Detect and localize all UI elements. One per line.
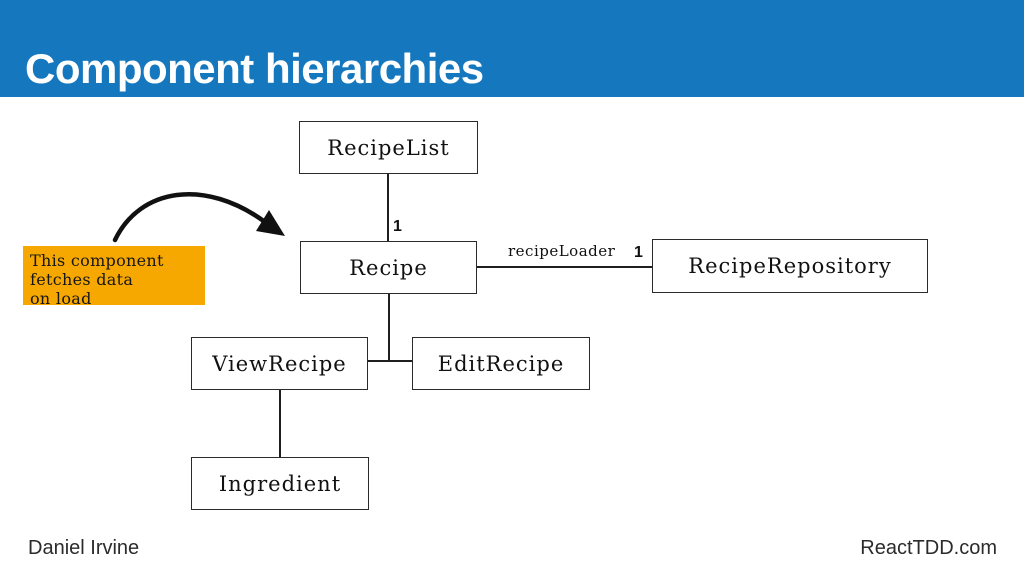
edge-recipe-children	[388, 294, 390, 361]
page-title: Component hierarchies	[25, 45, 484, 92]
multiplicity-label-recipe: 1	[393, 218, 402, 235]
node-edit-recipe: EditRecipe	[412, 337, 590, 390]
header-bar: Component hierarchies	[0, 0, 1024, 97]
multiplicity-label-repository: 1	[634, 244, 643, 261]
node-view-recipe: ViewRecipe	[191, 337, 368, 390]
node-label: RecipeList	[327, 135, 450, 160]
node-recipe-repository: RecipeRepository	[652, 239, 928, 293]
edge-viewrecipe-ingredient	[279, 390, 281, 457]
node-label: ViewRecipe	[212, 351, 347, 376]
node-label: Recipe	[349, 255, 428, 280]
annotation-line: on load	[30, 289, 92, 308]
footer-author: Daniel Irvine	[28, 537, 140, 559]
node-label: Ingredient	[218, 471, 342, 496]
annotation-callout: This component fetches data on load	[23, 246, 205, 308]
annotation-line: fetches data	[30, 270, 134, 289]
edge-recipelist-recipe	[387, 174, 389, 241]
annotation-line: This component	[30, 251, 164, 270]
association-label-recipeloader: recipeLoader	[508, 242, 616, 260]
node-label: RecipeRepository	[688, 254, 892, 278]
edge-recipe-repository	[477, 266, 652, 268]
node-label: EditRecipe	[437, 351, 565, 376]
footer-site: ReactTDD.com	[860, 537, 997, 559]
curved-arrow-icon	[112, 192, 285, 243]
node-ingredient: Ingredient	[191, 457, 369, 510]
edge-viewrecipe-editrecipe	[368, 360, 412, 362]
node-recipe-list: RecipeList	[299, 121, 478, 174]
node-recipe: Recipe	[300, 241, 477, 294]
